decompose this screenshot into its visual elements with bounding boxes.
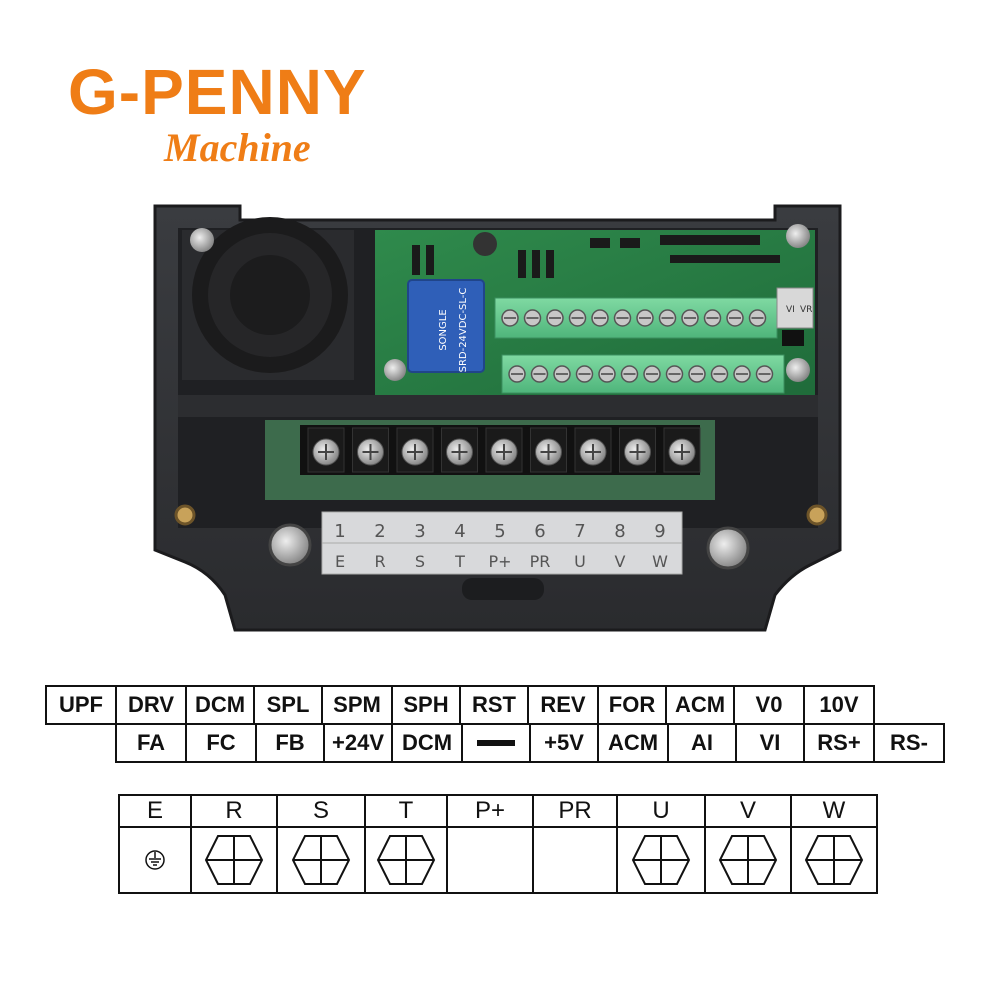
power-terminal-symbol-cell-9	[790, 826, 878, 894]
plate-terminal-number: 3	[414, 521, 425, 542]
plate-terminal-label: PR	[530, 552, 551, 571]
power-terminal-symbol-cell-4	[364, 826, 448, 894]
plate-terminal-label: U	[574, 552, 586, 571]
control-top-cell-5: SPM	[321, 685, 393, 725]
jumper-label-vr: VR	[800, 305, 812, 315]
hexagon-terminal-icon	[718, 835, 778, 885]
relay-model: SRD-24VDC-SL-C	[458, 288, 469, 373]
plate-terminal-label: V	[615, 552, 626, 571]
control-top-cell-2: DRV	[115, 685, 187, 725]
control-top-cell-3: DCM	[185, 685, 255, 725]
power-terminal-label-w: W	[790, 794, 878, 828]
brand-name: G-PENNY	[68, 56, 367, 128]
plate-terminal-number: 2	[374, 521, 385, 542]
control-top-cell-7: RST	[459, 685, 529, 725]
jumper-label-vi: VI	[786, 305, 795, 315]
control-bottom-cell-9: AI	[667, 723, 737, 763]
control-top-cell-1: UPF	[45, 685, 117, 725]
power-terminal-label-v: V	[704, 794, 792, 828]
control-bottom-cell-10: VI	[735, 723, 805, 763]
control-top-cell-8: REV	[527, 685, 599, 725]
plate-terminal-number: 6	[534, 521, 545, 542]
control-bottom-cell-7: +5V	[529, 723, 599, 763]
plate-terminal-label: E	[335, 552, 345, 571]
plate-terminal-number: 8	[614, 521, 625, 542]
plate-terminal-number: 1	[334, 521, 345, 542]
control-top-cell-10: ACM	[665, 685, 735, 725]
control-bottom-cell-1: FA	[115, 723, 187, 763]
power-terminal-symbol-cell-6	[532, 826, 618, 894]
relay-brand: SONGLE	[438, 309, 449, 350]
control-top-cell-6: SPH	[391, 685, 461, 725]
hexagon-terminal-icon	[631, 835, 691, 885]
power-terminal-symbol-cell-5	[446, 826, 534, 894]
control-bottom-cell-2: FC	[185, 723, 257, 763]
hexagon-terminal-icon	[204, 835, 264, 885]
hexagon-terminal-icon	[376, 835, 436, 885]
power-terminal-symbol-cell-7	[616, 826, 706, 894]
control-bottom-cell-11: RS+	[803, 723, 875, 763]
power-terminal-label-s: S	[276, 794, 366, 828]
control-bottom-cell-6	[461, 723, 531, 763]
power-terminal-label-r: R	[190, 794, 278, 828]
plate-terminal-number: 4	[454, 521, 465, 542]
plate-terminal-number: 7	[574, 521, 585, 542]
plate-terminal-label: W	[652, 552, 668, 571]
brand-logo: G-PENNY Machine	[68, 48, 428, 168]
vfd-board-illustration: SONGLE SRD-24VDC-SL-C VI VR 1E 2R 3S 4T 5P+ 6…	[153, 204, 842, 632]
power-terminal-symbol-cell-1	[118, 826, 192, 894]
power-terminal-symbol-cell-8	[704, 826, 792, 894]
control-bottom-cell-5: DCM	[391, 723, 463, 763]
plate-terminal-number: 9	[654, 521, 665, 542]
control-bottom-cell-4: +24V	[323, 723, 393, 763]
plate-terminal-number: 5	[494, 521, 505, 542]
ground-icon	[145, 850, 165, 870]
control-top-cell-4: SPL	[253, 685, 323, 725]
control-top-cell-9: FOR	[597, 685, 667, 725]
plate-terminal-label: P+	[488, 552, 511, 571]
plate-terminal-label: T	[454, 552, 465, 571]
hexagon-terminal-icon	[291, 835, 351, 885]
plate-terminal-label: S	[415, 552, 425, 571]
power-terminal-label-pr: PR	[532, 794, 618, 828]
power-terminal-label-pplus: P+	[446, 794, 534, 828]
power-terminal-label-e: E	[118, 794, 192, 828]
control-top-cell-12: 10V	[803, 685, 875, 725]
hexagon-terminal-icon	[804, 835, 864, 885]
control-top-cell-11: V0	[733, 685, 805, 725]
control-bottom-cell-12: RS-	[873, 723, 945, 763]
blank-terminal-dash	[477, 740, 515, 746]
plate-terminal-label: R	[374, 552, 385, 571]
control-bottom-cell-3: FB	[255, 723, 325, 763]
power-terminal-label-t: T	[364, 794, 448, 828]
power-terminal-symbol-cell-3	[276, 826, 366, 894]
power-terminal-symbol-cell-2	[190, 826, 278, 894]
power-terminal-label-u: U	[616, 794, 706, 828]
brand-subtitle: Machine	[164, 125, 311, 170]
control-bottom-cell-8: ACM	[597, 723, 669, 763]
